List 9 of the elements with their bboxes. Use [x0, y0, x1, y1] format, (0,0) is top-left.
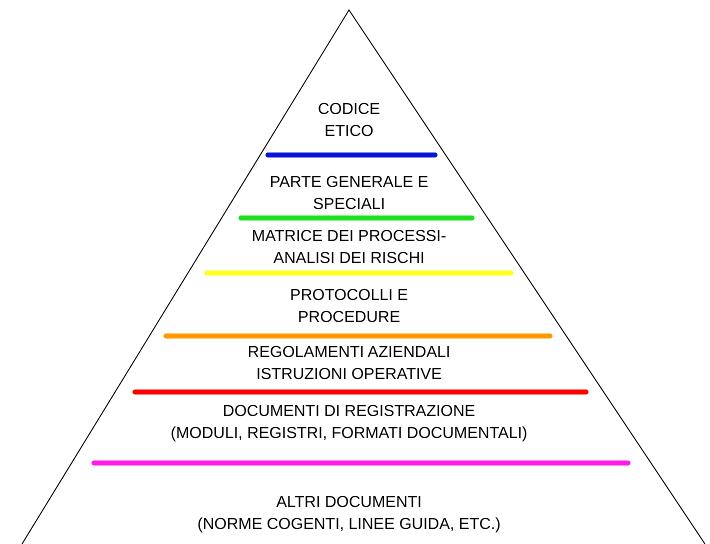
layer-label: MATRICE DEI PROCESSI-ANALISI DEI RISCHI — [250, 227, 448, 269]
layer-label: (MODULI, REGISTRI, FORMATI DOCUMENTALI) — [170, 424, 528, 444]
layer-label: (NORME COGENTI, LINEE GUIDA, ETC.) — [197, 515, 501, 535]
layer-label: PARTE GENERALE E SPECIALI — [268, 173, 430, 215]
layer-label: ALTRI DOCUMENTI — [276, 493, 422, 513]
layer-label: REGOLAMENTI AZIENDALI ISTRUZIONI OPERATIVE — [246, 343, 452, 385]
layer-label: CODICE ETICO — [316, 100, 382, 142]
layer-label: DOCUMENTI DI REGISTRAZIONE — [222, 402, 476, 422]
layer-label: PROTOCOLLI E PROCEDURE — [289, 286, 409, 328]
